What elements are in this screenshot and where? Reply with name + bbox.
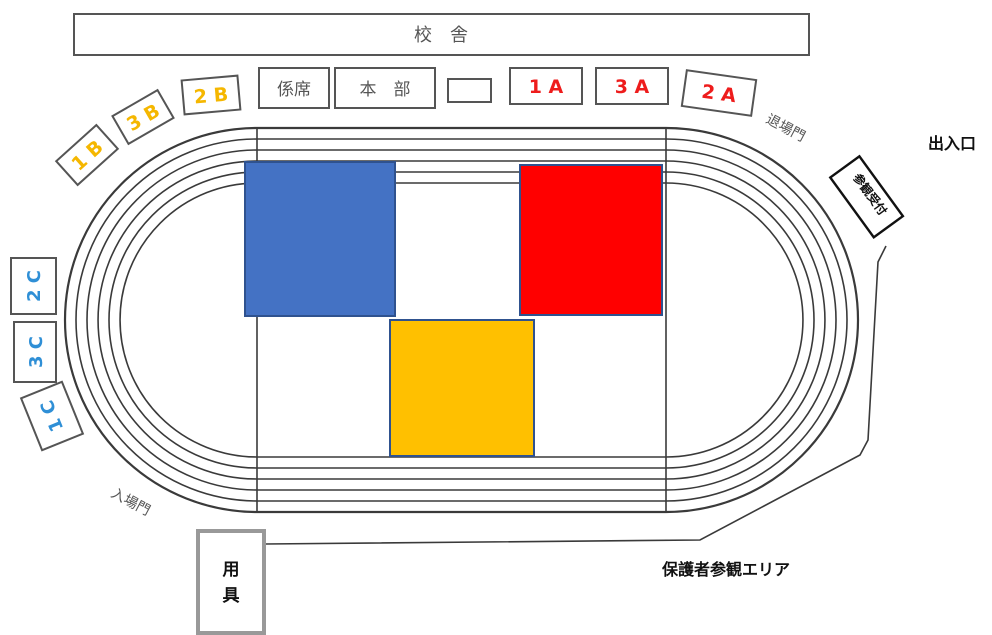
seat-1b: 1 B (54, 123, 120, 187)
entrance-exit-label: 出入口 (928, 134, 976, 153)
svg-text:3 A: 3 A (615, 76, 650, 98)
svg-text:2 C: 2 C (24, 270, 45, 302)
guardian-area-boundary (264, 245, 887, 545)
yellow-zone (389, 319, 535, 457)
top-seating-row: 2 B 係席 本 部 1 A 3 A 2 A (180, 67, 758, 117)
svg-text:3 C: 3 C (26, 336, 47, 368)
guardian-area-label: 保護者参観エリア (661, 560, 790, 579)
seat-3a: 3 A (595, 67, 669, 105)
staff-seats: 係席 (258, 67, 330, 109)
seat-3b: 3 B (111, 88, 175, 146)
school-building: 校 舎 (73, 13, 810, 56)
svg-text:本 部: 本 部 (360, 80, 411, 100)
seat-2b: 2 B (180, 74, 242, 116)
svg-text:具: 具 (222, 586, 240, 606)
seat-1a: 1 A (509, 67, 583, 105)
seat-2c: 2 C (10, 257, 57, 315)
equipment-box: 用 具 (196, 529, 266, 635)
svg-text:2 B: 2 B (193, 84, 229, 109)
blue-zone (244, 161, 396, 317)
svg-text:用: 用 (223, 560, 240, 580)
school-building-label: 校 舎 (414, 25, 468, 46)
exit-gate-label: 退場門 (763, 111, 808, 145)
headquarters: 本 部 (334, 67, 436, 109)
entrance-gate-label: 入場門 (108, 485, 153, 519)
visitor-reception: 参観受付 (828, 154, 905, 239)
svg-text:1 A: 1 A (529, 76, 564, 98)
seat-3c: 3 C (13, 321, 57, 383)
seat-2a: 2 A (680, 69, 758, 117)
svg-text:係席: 係席 (277, 80, 311, 100)
red-zone (519, 164, 663, 316)
seat-1c: 1 C (19, 380, 85, 452)
svg-text:2 A: 2 A (700, 81, 738, 108)
blank-box (447, 78, 492, 103)
